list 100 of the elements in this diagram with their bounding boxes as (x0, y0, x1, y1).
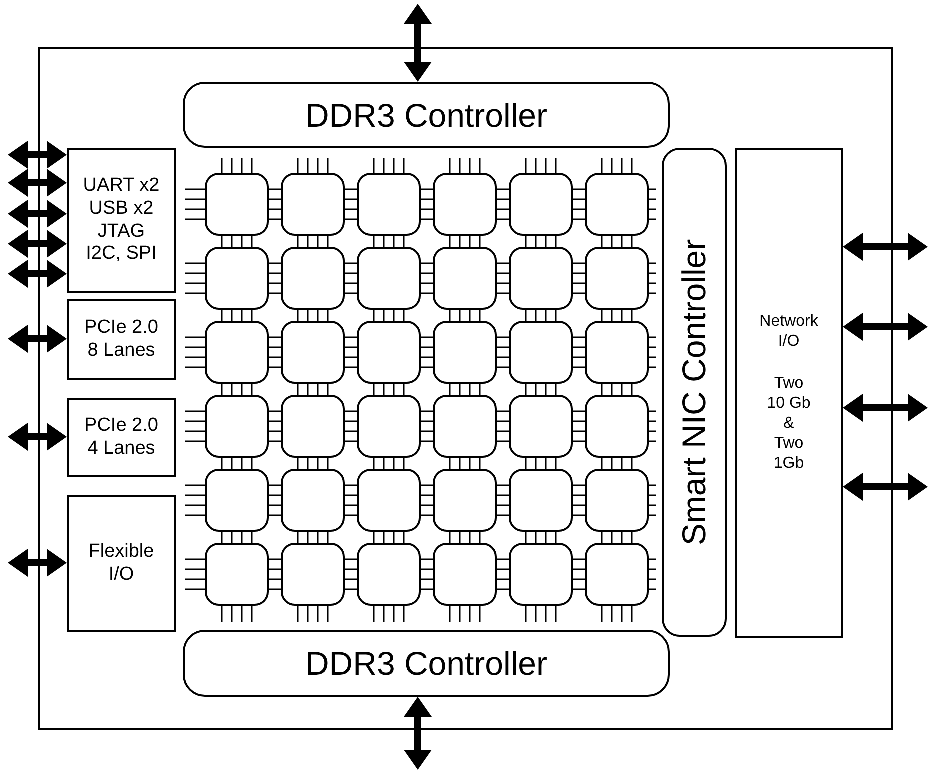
tile-box (357, 247, 421, 310)
tile-box (509, 469, 573, 532)
bus-link (496, 336, 510, 368)
bus-link (297, 457, 329, 470)
bus-link (373, 531, 405, 544)
double-arrow (8, 423, 67, 451)
bus-link (344, 336, 358, 368)
controller-box (183, 630, 670, 697)
bus-link (268, 262, 282, 294)
io-box (67, 148, 176, 293)
bus-link (496, 484, 510, 516)
tile-box (205, 469, 269, 532)
double-arrow (404, 697, 432, 770)
chip-outline (38, 47, 893, 730)
double-arrow (8, 141, 67, 169)
bus-link (572, 484, 586, 516)
bus-link (221, 309, 253, 322)
double-arrow (843, 233, 928, 261)
bus-link (572, 188, 586, 220)
bus-link (572, 558, 586, 590)
bus-link (420, 410, 434, 442)
bus-link (496, 410, 510, 442)
bus-link (420, 336, 434, 368)
double-arrow (8, 230, 67, 258)
tile-box (357, 469, 421, 532)
tile-box (205, 543, 269, 606)
bus-link (221, 531, 253, 544)
box-label: DDR3 Controller (305, 647, 548, 680)
bus-link (420, 558, 434, 590)
box-label: USB x2 (89, 198, 154, 220)
bus-link (525, 383, 557, 396)
double-arrow (843, 394, 928, 422)
box-label: Flexible (88, 540, 154, 564)
tile-box (433, 247, 497, 310)
box-label: Two (774, 374, 804, 394)
tile-box (433, 469, 497, 532)
double-arrow (8, 200, 67, 228)
box-label: UART x2 (83, 174, 160, 198)
bus-link (449, 383, 481, 396)
bus-link (449, 531, 481, 544)
tile-box (509, 321, 573, 384)
bus-link (268, 558, 282, 590)
tile-box (357, 173, 421, 236)
tile-box (585, 247, 649, 310)
controller-box (183, 82, 670, 148)
tile-box (433, 173, 497, 236)
bus-link (268, 484, 282, 516)
bus-link (373, 309, 405, 322)
bus-link (373, 235, 405, 248)
controller-box (662, 148, 727, 637)
tile-box (205, 321, 269, 384)
bus-link (525, 309, 557, 322)
tile-box (585, 469, 649, 532)
bus-link (572, 336, 586, 368)
box-label: Two (774, 434, 804, 454)
bus-link (344, 558, 358, 590)
tile-box (357, 543, 421, 606)
bus-link (221, 457, 253, 470)
bus-link (496, 262, 510, 294)
io-box (67, 495, 176, 632)
tile-box (281, 469, 345, 532)
tile-box (281, 321, 345, 384)
tile-box (281, 247, 345, 310)
tile-box (509, 173, 573, 236)
tile-box (585, 543, 649, 606)
bus-link (268, 336, 282, 368)
io-box (67, 299, 176, 380)
tile-box (281, 173, 345, 236)
tile-box (281, 543, 345, 606)
bus-link (297, 531, 329, 544)
double-arrow (8, 260, 67, 288)
bus-link (297, 235, 329, 248)
tile-box (433, 395, 497, 458)
bus-link (449, 309, 481, 322)
double-arrow (843, 313, 928, 341)
tile-box (509, 543, 573, 606)
bus-link (601, 235, 633, 248)
tile-box (357, 321, 421, 384)
box-label: 10 Gb (767, 394, 811, 414)
box-label: & (784, 414, 794, 434)
bus-link (420, 188, 434, 220)
bus-link (268, 188, 282, 220)
bus-link (601, 457, 633, 470)
bus-link (496, 188, 510, 220)
bus-link (420, 262, 434, 294)
box-label: 8 Lanes (88, 340, 156, 362)
tile-box (585, 321, 649, 384)
bus-link (496, 558, 510, 590)
bus-link (525, 235, 557, 248)
double-arrow (843, 473, 928, 501)
box-label: Smart NIC Controller (678, 239, 711, 546)
tile-box (509, 395, 573, 458)
bus-link (572, 410, 586, 442)
double-arrow (404, 4, 432, 82)
bus-link (525, 457, 557, 470)
tile-box (281, 395, 345, 458)
bus-link (449, 457, 481, 470)
bus-link (373, 457, 405, 470)
tile-box (433, 321, 497, 384)
bus-link (344, 188, 358, 220)
